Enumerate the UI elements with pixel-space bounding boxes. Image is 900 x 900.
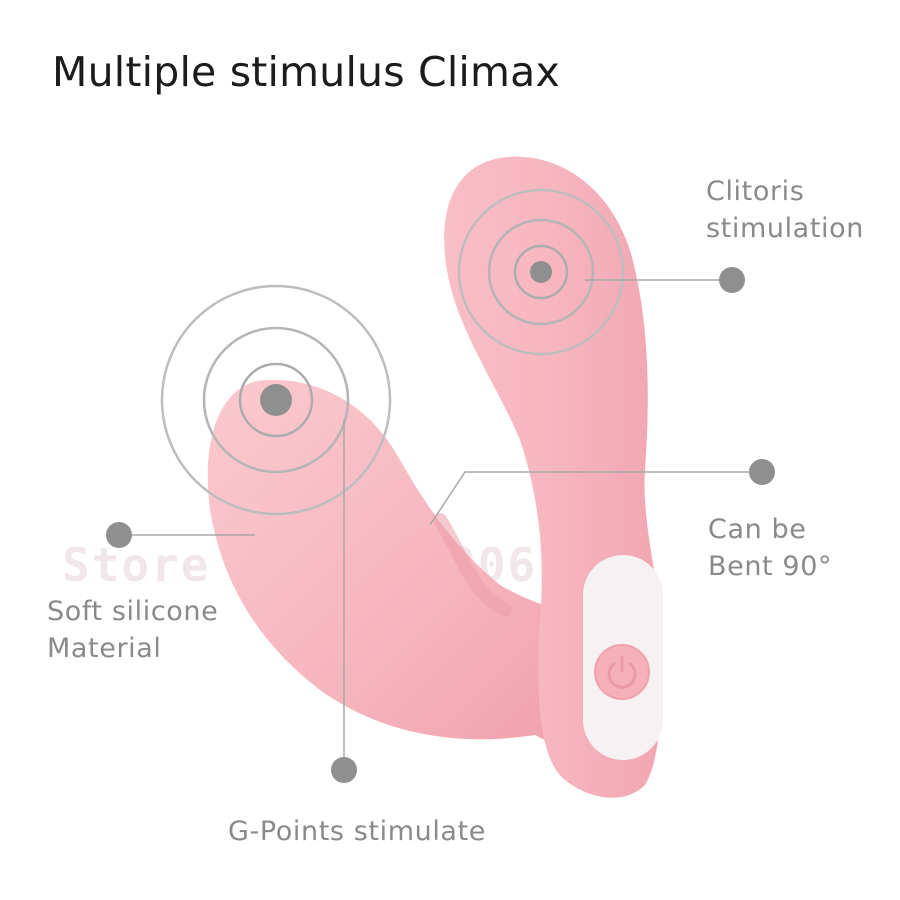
ridge-shading [433,513,512,617]
gspot-vibration-rings [160,284,392,516]
label-soft-line1: Soft silicone [47,596,219,627]
power-icon [607,655,637,689]
label-soft-line2: Material [47,633,162,664]
callout-clitoris [585,267,745,293]
label-bent-line2: Bent 90° [708,551,833,582]
label-clitoris-line1: Clitoris [706,176,805,207]
label-clitoris-stimulation: Clitoris stimulation [706,173,864,247]
label-gpoints-stimulate: G-Points stimulate [228,813,486,850]
headline: Multiple stimulus Climax [52,48,560,96]
clitoris-vibration-rings [457,188,625,356]
gspot-arm [207,379,590,760]
label-gpoint-line1: G-Points stimulate [228,816,486,847]
callout-bent [429,459,775,526]
callout-soft [106,522,255,548]
label-soft-silicone: Soft silicone Material [47,593,218,667]
label-bent-line1: Can be [708,514,807,545]
label-clitoris-line2: stimulation [706,213,864,244]
callout-gpoint [331,420,357,783]
label-can-be-bent: Can be Bent 90° [708,511,832,585]
